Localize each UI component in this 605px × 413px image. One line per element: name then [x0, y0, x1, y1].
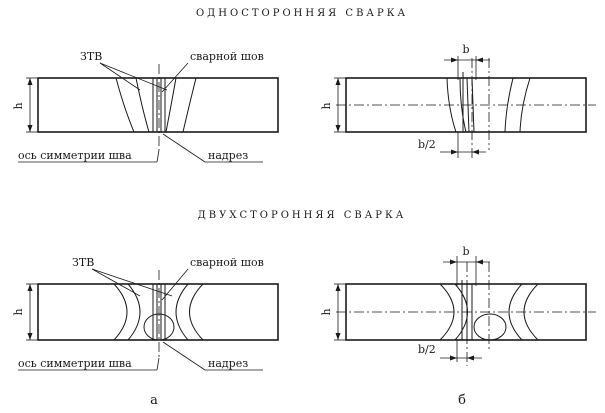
haz-label: ЗТВ — [80, 50, 102, 63]
width-label: b — [462, 245, 469, 258]
panel-two-sided-left: h ЗТВ сварной шов ось симметрии шва надр… — [12, 256, 279, 371]
panel-one-sided-right: h b b/2 — [320, 43, 596, 160]
haz-curve-right-outer — [519, 77, 531, 133]
caption-right: б — [458, 393, 466, 408]
haz-leader — [91, 268, 141, 297]
haz-curve-left-inner — [135, 77, 150, 133]
weld-seam-leader — [161, 62, 189, 93]
half-width-label: b/2 — [418, 138, 436, 151]
height-label: h — [12, 308, 25, 315]
half-width-label: b/2 — [418, 343, 436, 356]
haz-curve-right-inner — [165, 77, 177, 133]
haz-curve-right-inner — [175, 283, 189, 341]
specimen-outline — [37, 77, 279, 133]
haz-leader — [99, 62, 141, 91]
caption-left: а — [150, 393, 158, 408]
haz-curve-right-outer — [523, 283, 539, 341]
haz-curve-left-inner — [459, 77, 467, 133]
notch-label: надрез — [208, 149, 248, 162]
panel-one-sided-left: h ЗТВ сварной шов ось симметрии шва надр… — [12, 50, 279, 163]
haz-leader — [99, 62, 168, 91]
haz-curve-left-outer — [439, 283, 455, 341]
title-two-sided-welding: ДВУХСТОРОННЯЯ СВАРКА — [198, 210, 407, 221]
weld-seam-leader — [161, 268, 189, 301]
height-label: h — [320, 102, 333, 109]
weld-seam-label: сварной шов — [190, 256, 264, 269]
panel-two-sided-right: h b b/2 — [320, 245, 596, 366]
symmetry-axis-label: ось симметрии шва — [18, 357, 132, 370]
notch-label: надрез — [208, 357, 248, 370]
weld-seam-line — [466, 77, 470, 133]
haz-curve-right-outer — [182, 77, 197, 133]
symmetry-axis-label: ось симметрии шва — [18, 149, 132, 162]
haz-curve-right-outer — [189, 283, 204, 341]
haz-curve-left-outer — [446, 77, 457, 133]
haz-label: ЗТВ — [72, 256, 94, 269]
height-label: h — [320, 308, 333, 315]
height-label: h — [12, 102, 25, 109]
title-one-sided-welding: ОДНОСТОРОННЯЯ СВАРКА — [196, 8, 408, 19]
haz-curve-right-inner — [508, 283, 523, 341]
weld-seam-line — [471, 77, 475, 133]
specimen-outline — [37, 283, 279, 341]
width-label: b — [462, 43, 469, 56]
weld-nugget — [473, 313, 507, 341]
haz-curve-left-inner — [127, 283, 141, 341]
weld-seam-label: сварной шов — [190, 50, 264, 63]
haz-leader — [91, 268, 173, 297]
haz-curve-left-outer — [113, 283, 128, 341]
haz-curve-right-inner — [504, 77, 514, 133]
haz-curve-left-outer — [115, 77, 135, 133]
